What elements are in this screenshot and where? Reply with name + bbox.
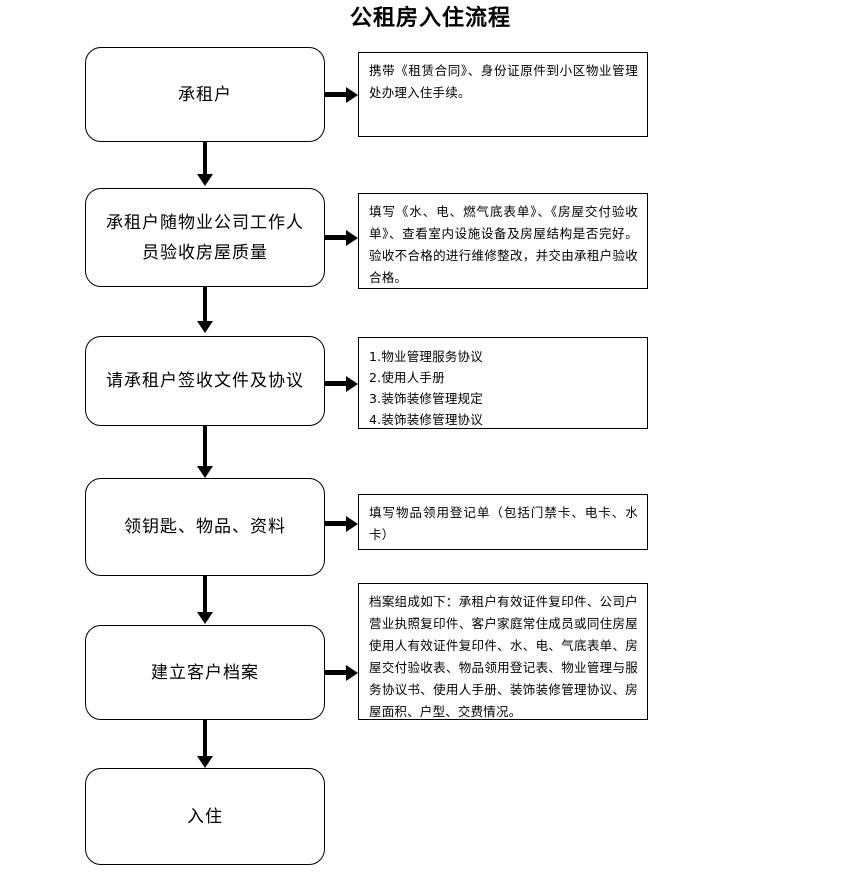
annotation-list-item: 3.装饰装修管理规定 [369,391,483,406]
annotation-box-step-5: 档案组成如下：承租户有效证件复印件、公司户营业执照复印件、客户家庭常住成员或同住… [358,583,648,720]
process-node-label: 建立客户档案 [151,662,259,683]
connector-step-4-to-note [325,521,347,526]
annotation-list-item: 2.使用人手册 [369,370,445,385]
process-node-step-1[interactable]: 承租户 [85,47,325,142]
annotation-text: 档案组成如下：承租户有效证件复印件、公司户营业执照复印件、客户家庭常住成员或同住… [369,594,638,719]
connector-arrowhead-down-2 [197,321,213,333]
connector-arrowhead-right-1 [346,86,358,103]
annotation-text: 携带《租赁合同》、身份证原件到小区物业管理处办理入住手续。 [369,63,638,100]
process-node-label: 请承租户签收文件及协议 [106,371,304,391]
connector-step-5-to-note [325,670,347,675]
connector-arrowhead-right-2 [346,229,358,246]
connector-step-2-to-note [325,235,347,240]
connector-arrowhead-down-4 [197,612,213,624]
process-node-label: 承租户 [178,84,232,105]
annotation-box-step-3: 1.物业管理服务协议 2.使用人手册 3.装饰装修管理规定 4.装饰装修管理协议 [358,337,648,429]
process-node-step-3[interactable]: 请承租户签收文件及协议 [85,336,325,426]
process-node-label: 领钥匙、物品、资料 [124,517,286,537]
connector-step-3-to-note [325,381,347,386]
annotation-text: 填写物品领用登记单（包括门禁卡、电卡、水卡） [369,505,638,542]
process-node-label: 入住 [187,806,223,827]
annotation-box-step-2: 填写《水、电、燃气底表单》、《房屋交付验收单》、查看室内设施设备及房屋结构是否完… [358,193,648,289]
annotation-box-step-1: 携带《租赁合同》、身份证原件到小区物业管理处办理入住手续。 [358,52,648,137]
connector-arrowhead-right-4 [346,515,358,532]
annotation-list-item: 1.物业管理服务协议 [369,349,483,364]
page-title: 公租房入住流程 [349,6,511,31]
connector-arrowhead-down-1 [197,174,213,186]
process-node-step-4[interactable]: 领钥匙、物品、资料 [85,478,325,576]
connector-step-2-to-step-3 [203,287,207,321]
connector-step-5-to-step-6 [203,720,207,756]
annotation-list-item: 4.装饰装修管理协议 [369,412,483,427]
connector-arrowhead-right-5 [346,664,358,681]
process-node-step-2[interactable]: 承租户随物业公司工作人员验收房屋质量 [85,188,325,287]
annotation-box-step-4: 填写物品领用登记单（包括门禁卡、电卡、水卡） [358,494,648,550]
connector-arrowhead-right-3 [346,375,358,392]
connector-step-1-to-step-2 [203,142,207,174]
process-node-step-6[interactable]: 入住 [85,768,325,865]
connector-step-1-to-note [325,92,347,97]
connector-arrowhead-down-5 [197,756,213,768]
annotation-text: 填写《水、电、燃气底表单》、《房屋交付验收单》、查看室内设施设备及房屋结构是否完… [369,204,638,285]
process-node-label: 承租户随物业公司工作人员验收房屋质量 [106,212,304,263]
connector-step-3-to-step-4 [203,426,207,466]
process-node-step-5[interactable]: 建立客户档案 [85,625,325,720]
connector-arrowhead-down-3 [197,466,213,478]
connector-step-4-to-step-5 [203,576,207,612]
